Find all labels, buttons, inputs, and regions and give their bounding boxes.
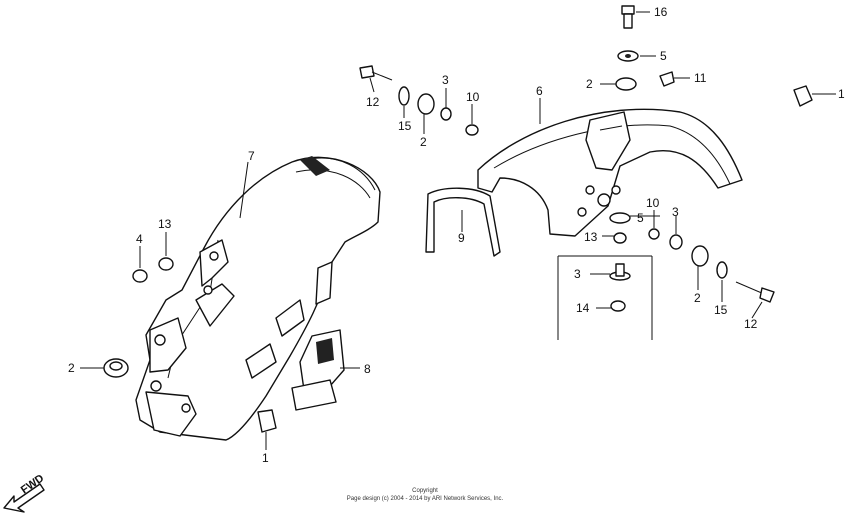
label-16: 16 [654, 5, 668, 19]
leader-lines [80, 11, 836, 450]
label-1-front: 1 [262, 451, 269, 465]
label-7: 7 [248, 149, 255, 163]
nut-part-13-rear [613, 232, 627, 244]
label-2-rear: 2 [694, 291, 701, 305]
bolt-part-12-top [359, 65, 393, 81]
label-2-left: 2 [68, 361, 75, 375]
grommet-part-2-left [103, 358, 129, 378]
label-2-mid: 2 [586, 77, 593, 91]
washer-part-5-top [617, 50, 639, 62]
label-6: 6 [536, 84, 543, 98]
washer-part-15-rear [716, 261, 728, 279]
label-14: 14 [576, 301, 590, 315]
part-labels: 1 2 4 13 7 8 9 12 15 2 3 10 6 16 5 2 11 … [68, 5, 845, 465]
washer-part-15-top [398, 86, 410, 106]
label-12-rear: 12 [744, 317, 758, 331]
label-10-top: 10 [466, 90, 480, 104]
bolt-part-4 [132, 269, 148, 283]
label-5-lower: 5 [637, 211, 644, 225]
label-1-rear: 1 [838, 87, 845, 101]
front-fender-part-7 [135, 156, 381, 441]
label-12-top: 12 [366, 95, 380, 109]
label-11: 11 [694, 71, 707, 85]
grommet-part-2-top [417, 93, 435, 115]
bolt-part-11 [659, 71, 675, 87]
clip-nut-part-1-rear [793, 85, 813, 107]
label-4: 4 [136, 232, 143, 246]
copyright-title: Copyright [412, 488, 438, 494]
label-2-top: 2 [420, 135, 427, 149]
nut-part-10-top [465, 124, 479, 136]
label-13-front: 13 [158, 217, 172, 231]
clip-nut-part-1-front [257, 409, 277, 433]
bolt-part-16 [621, 5, 635, 29]
rear-fender-part-6 [477, 108, 743, 237]
label-5-top: 5 [660, 49, 667, 63]
band-part-9 [425, 187, 501, 257]
grommet-part-2-mid [615, 77, 637, 91]
optional-parts-box [557, 255, 653, 340]
collar-part-3-rear [669, 234, 683, 250]
label-9: 9 [458, 231, 465, 245]
bracket-part-8 [291, 329, 345, 411]
label-10-rear: 10 [646, 196, 660, 210]
label-15-rear: 15 [714, 303, 728, 317]
label-3-rear: 3 [672, 205, 679, 219]
nut-part-13-front [158, 257, 174, 271]
label-8: 8 [364, 362, 371, 376]
label-3-top: 3 [442, 73, 449, 87]
label-13-rear: 13 [584, 230, 598, 244]
collar-part-3-top [440, 107, 452, 121]
fwd-arrow-icon: FWD [3, 472, 46, 513]
grommet-part-2-rear [691, 245, 709, 267]
copyright-text: Page design (c) 2004 - 2014 by ARI Netwo… [347, 496, 504, 502]
bolt-part-12-rear [735, 281, 775, 303]
label-3-box: 3 [574, 267, 581, 281]
nut-part-10-rear [648, 228, 660, 240]
label-15-top: 15 [398, 119, 412, 133]
washer-part-5-lower [609, 212, 631, 224]
